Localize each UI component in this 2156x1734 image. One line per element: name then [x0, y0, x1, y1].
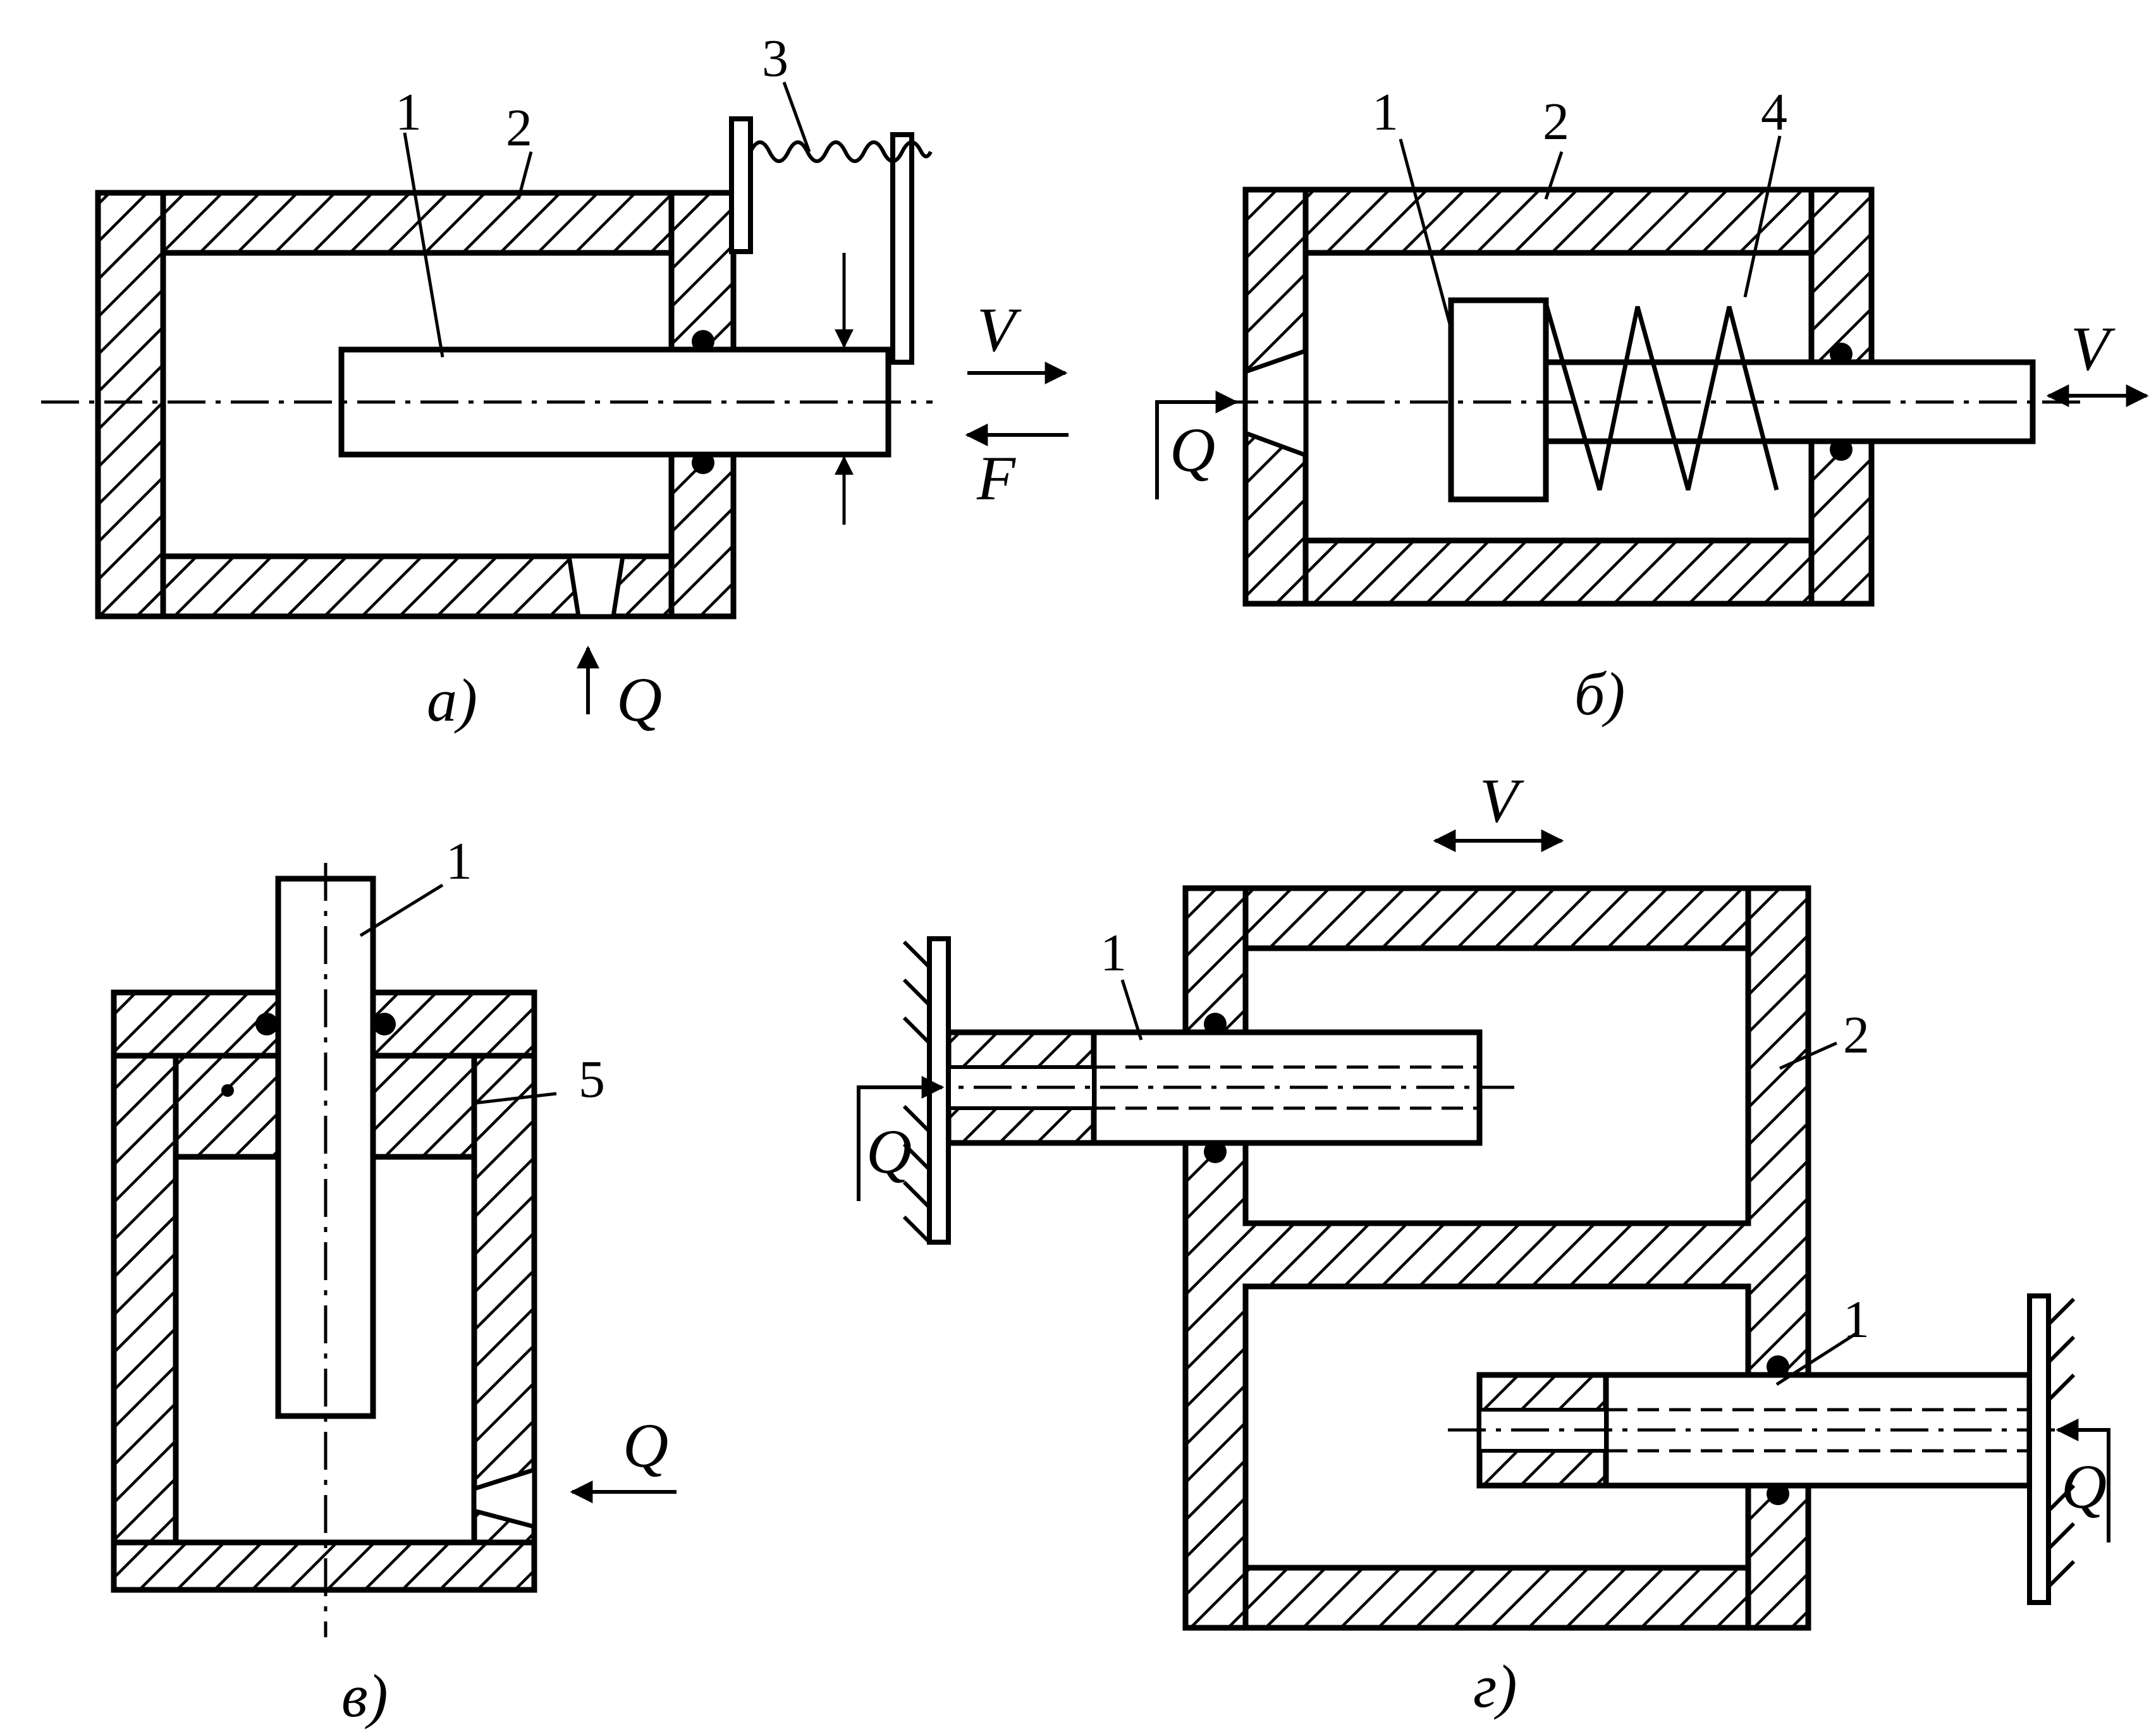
flow-arrow-b [1155, 391, 1239, 499]
flow-arrow-g-upper [857, 1076, 945, 1201]
label-g-1-upper: 1 [1100, 924, 1127, 982]
spring-b [1543, 303, 1779, 491]
inlet-port-a [566, 554, 626, 619]
label-g-1-lower: 1 [1843, 1290, 1870, 1349]
seal-v-right [373, 1013, 396, 1035]
panel-b: 1 2 4 V Q б) [1155, 83, 2149, 728]
caption-a: а) [427, 666, 477, 734]
label-g-2: 2 [1843, 1006, 1870, 1065]
label-b-4: 4 [1761, 83, 1787, 142]
label-b-1: 1 [1372, 83, 1399, 142]
velocity-label-g: V [1479, 766, 1524, 836]
panel-v: 1 5 Q в) [111, 832, 677, 1730]
fixed-support-lower [2027, 1293, 2051, 1605]
fixed-support-upper [927, 936, 951, 1245]
cylinder-housing-g [1182, 885, 1811, 1631]
label-a-3: 3 [762, 29, 788, 88]
caption-g: г) [1473, 1652, 1517, 1720]
panel-a: 1 2 3 V F Q а) [41, 29, 1069, 735]
caption-b: б) [1574, 660, 1625, 728]
flow-label-a: Q [616, 664, 662, 735]
velocity-label-a: V [977, 295, 1022, 365]
flow-label-v: Q [623, 1410, 668, 1481]
force-label-a: F [976, 443, 1016, 513]
piston-b [1448, 297, 1549, 503]
flow-label-b: Q [1170, 415, 1215, 485]
label-v-5: 5 [579, 1050, 605, 1109]
flow-label-g-upper: Q [866, 1116, 912, 1187]
label-a-2: 2 [506, 99, 532, 157]
bellows-a [749, 140, 933, 163]
inlet-port-v [472, 1467, 537, 1530]
label-a-1: 1 [395, 83, 422, 142]
velocity-label-b: V [2071, 314, 2116, 384]
label-v-1: 1 [446, 832, 472, 891]
caption-v: в) [341, 1662, 388, 1730]
inlet-port-b [1243, 348, 1308, 459]
panel-g: 1 2 1 V Q Q г) [857, 766, 2110, 1720]
bellows-plate-right [890, 132, 914, 365]
bellows-plate-left [729, 116, 753, 254]
label-b-2: 2 [1543, 92, 1569, 151]
seal-v-left [255, 1013, 278, 1035]
flow-arrow-g-lower [2055, 1419, 2110, 1542]
flow-label-g-lower: Q [2061, 1451, 2107, 1522]
